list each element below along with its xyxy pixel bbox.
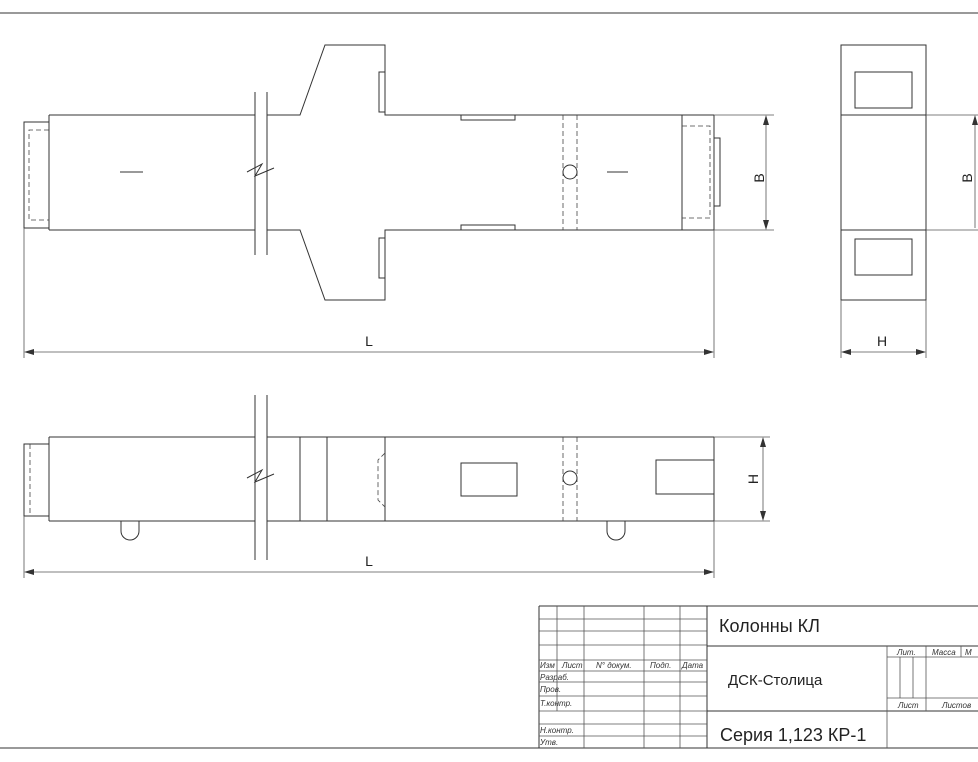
dim-l-plan: L (365, 553, 373, 569)
side-view: B H (840, 44, 978, 358)
row-nkontr: Н.контр. (540, 726, 574, 735)
label-sheets: Листов (941, 701, 971, 710)
header-izm: Изм (540, 661, 555, 670)
front-view: B L (23, 44, 774, 358)
row-utv: Утв. (539, 738, 558, 747)
header-sign: Подп. (650, 661, 671, 670)
organization-name: ДСК-Столица (728, 672, 823, 689)
plan-view: H L (23, 395, 770, 578)
drawing-title: Колонны КЛ (719, 616, 820, 636)
dim-h-plan: H (745, 474, 761, 484)
dim-b-front: B (751, 173, 767, 182)
header-date: Дата (681, 661, 704, 670)
header-list: Лист (561, 661, 583, 670)
row-razrab: Разраб. (540, 673, 569, 682)
row-tkontr: Т.контр. (540, 699, 572, 708)
dim-h-side: H (877, 333, 887, 349)
header-lit: Лит. (896, 648, 916, 657)
dim-b-side: B (959, 173, 975, 182)
series-name: Серия 1,123 КР-1 (720, 725, 866, 745)
title-block: Колонны КЛ ДСК-Столица Серия 1,123 КР-1 … (538, 605, 978, 748)
label-sheet: Лист (897, 701, 919, 710)
header-doc: N° докум. (596, 661, 632, 670)
dim-l-front: L (365, 333, 373, 349)
header-m: М (965, 648, 972, 657)
row-prov: Пров. (540, 685, 561, 694)
header-massa: Масса (932, 648, 956, 657)
